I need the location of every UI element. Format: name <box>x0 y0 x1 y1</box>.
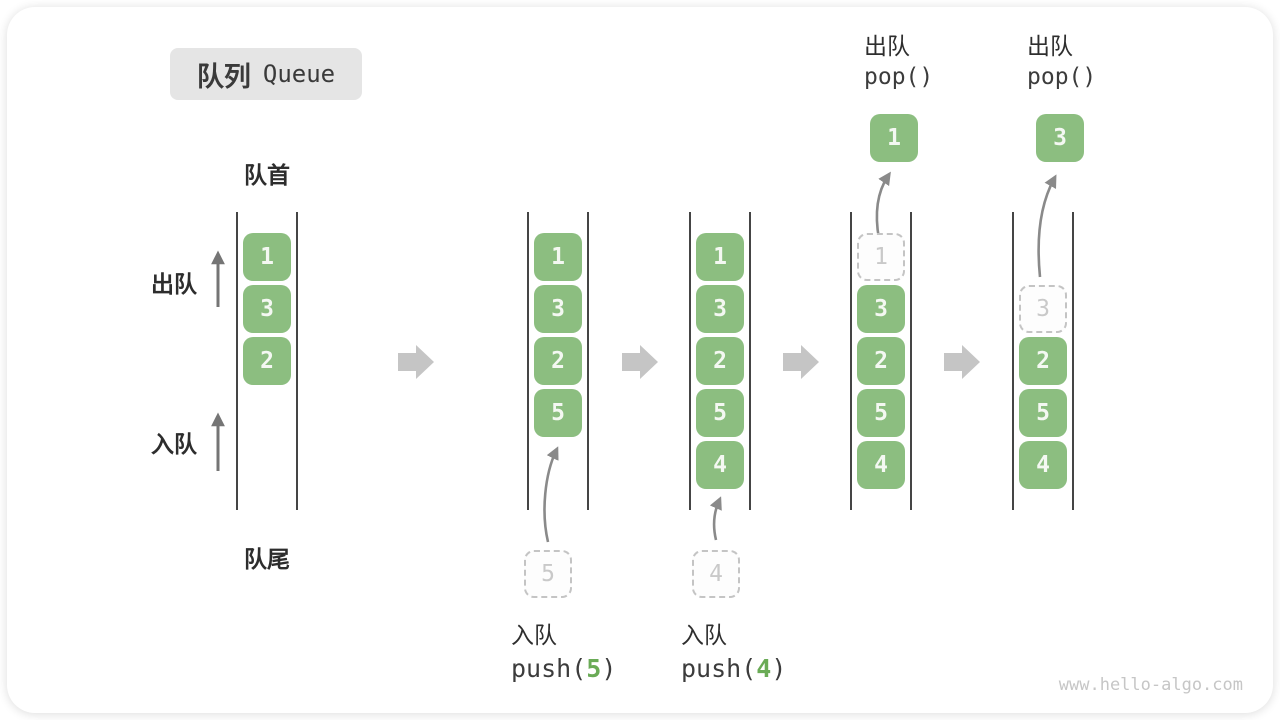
push4-operation-label: 入队 push(4) <box>681 619 841 687</box>
queue-cell: 3 <box>857 285 905 333</box>
queue-cell: 3 <box>534 285 582 333</box>
queue-cell: 1 <box>243 233 291 281</box>
pop1-label-zh: 出队 <box>864 33 910 59</box>
popped-cell: 1 <box>870 114 918 162</box>
push5-arg: 5 <box>586 654 602 683</box>
push5-label-zh: 入队 <box>511 622 557 648</box>
dequeue-direction-label: 出队 <box>151 271 197 297</box>
pending-cell: 5 <box>524 550 572 598</box>
queue-rail-right <box>910 212 912 510</box>
diagram-title-box: 队列 Queue <box>170 48 362 100</box>
queue-cell: 5 <box>1019 389 1067 437</box>
push5-label-code: push(5) <box>511 654 617 683</box>
queue-rail-left <box>1012 212 1014 510</box>
enqueue-direction-label: 入队 <box>151 431 197 457</box>
queue-cell: 5 <box>696 389 744 437</box>
push5-operation-label: 入队 push(5) <box>511 619 671 687</box>
queue-cell: 4 <box>696 441 744 489</box>
queue-rail-right <box>296 212 298 510</box>
queue-rail-left <box>236 212 238 510</box>
queue-cell: 2 <box>243 337 291 385</box>
queue-cell: 1 <box>534 233 582 281</box>
pop1-label-code: pop() <box>864 64 934 90</box>
queue-cell: 2 <box>696 337 744 385</box>
queue-rail-right <box>587 212 589 510</box>
ghost-cell: 3 <box>1019 285 1067 333</box>
queue-front-label: 队首 <box>244 162 290 188</box>
push4-arg: 4 <box>756 654 772 683</box>
queue-cell: 1 <box>696 233 744 281</box>
queue-cell: 4 <box>1019 441 1067 489</box>
pop3-operation-label: 出队 pop() <box>1027 31 1147 93</box>
queue-rail-left <box>850 212 852 510</box>
queue-rear-label: 队尾 <box>244 546 290 572</box>
push4-label-zh: 入队 <box>681 622 727 648</box>
pop1-operation-label: 出队 pop() <box>864 31 984 93</box>
title-en: Queue <box>262 60 336 88</box>
pending-cell: 4 <box>692 550 740 598</box>
diagram-card <box>7 7 1273 713</box>
queue-cell: 2 <box>857 337 905 385</box>
queue-cell: 4 <box>857 441 905 489</box>
pop3-label-zh: 出队 <box>1027 33 1073 59</box>
pop3-label-code: pop() <box>1027 64 1097 90</box>
popped-cell: 3 <box>1036 114 1084 162</box>
ghost-cell: 1 <box>857 233 905 281</box>
queue-cell: 5 <box>534 389 582 437</box>
queue-cell: 3 <box>243 285 291 333</box>
queue-rail-left <box>689 212 691 510</box>
queue-rail-right <box>1072 212 1074 510</box>
push4-label-code: push(4) <box>681 654 787 683</box>
title-zh: 队列 <box>196 61 251 92</box>
queue-cell: 3 <box>696 285 744 333</box>
watermark: www.hello-algo.com <box>1058 675 1243 695</box>
queue-rail-left <box>527 212 529 510</box>
queue-cell: 5 <box>857 389 905 437</box>
queue-cell: 2 <box>1019 337 1067 385</box>
queue-cell: 2 <box>534 337 582 385</box>
queue-rail-right <box>749 212 751 510</box>
